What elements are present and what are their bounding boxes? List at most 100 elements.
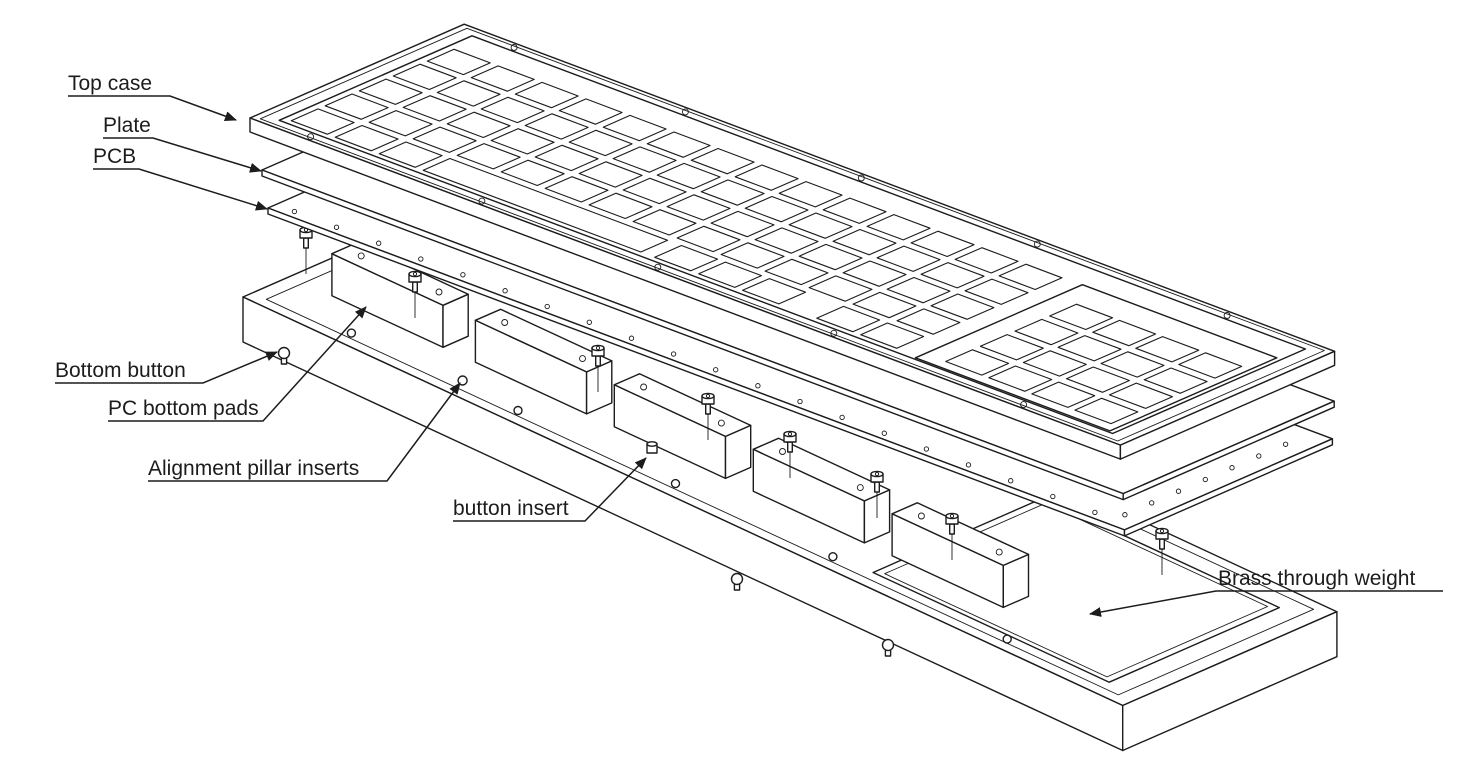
top-case-screw-hole: [478, 197, 486, 205]
key-cutout: [514, 81, 579, 109]
screw-socket: [1159, 528, 1165, 534]
alignment-pillar-insert-hole: [346, 328, 357, 338]
key-cutout: [866, 214, 931, 241]
top-case: [249, 23, 1336, 460]
top-case-screw-hole: [510, 44, 518, 51]
pcb-hole: [1050, 493, 1056, 500]
pillar-screw-hole: [357, 252, 365, 260]
brass-through-weight-part: [872, 497, 1280, 683]
key-cutout: [1014, 318, 1079, 346]
top-case-screw-hole: [1033, 240, 1041, 248]
leader-pc-bottom-pads: [108, 306, 367, 422]
bottom-button-part: [277, 346, 291, 365]
pcb-hole: [460, 272, 466, 278]
screw-shaft: [1159, 538, 1165, 550]
pcb-hole: [755, 383, 761, 389]
pcb-hole: [881, 430, 887, 436]
key-cutout: [876, 245, 941, 272]
top-case-screw-hole: [830, 329, 838, 337]
pillar-screw-hole: [717, 419, 725, 427]
screw: [870, 470, 884, 518]
pcb-hole: [1229, 465, 1235, 471]
pillar-screw-hole: [640, 383, 648, 391]
key-cutout: [1057, 335, 1122, 362]
key-cutout: [816, 305, 881, 333]
screws: [299, 226, 1169, 575]
label-brass-through-weight: Brass through weight: [1218, 567, 1415, 590]
key-cutout: [988, 365, 1053, 392]
numpad-opening: [914, 284, 1278, 432]
key-cutout: [470, 65, 535, 92]
screw-socket: [949, 513, 955, 519]
key-cutout: [710, 210, 775, 238]
top-case-screw-hole: [681, 108, 689, 116]
pillar-screw-hole: [917, 512, 925, 520]
key-cutout: [456, 143, 521, 170]
key-cutout: [544, 176, 609, 203]
labels: Top case Plate PCB Bottom button PC bott…: [55, 72, 1443, 617]
pillar-top-face: [474, 308, 613, 373]
key-cutout: [1178, 352, 1243, 379]
leader-plate: [103, 137, 262, 173]
key-cutout: [534, 144, 599, 172]
pcb-hole: [1256, 453, 1262, 459]
pcb-hole: [1202, 476, 1208, 483]
pcb-hole: [965, 462, 972, 468]
key-cutout: [1049, 303, 1114, 331]
leader-pcb: [93, 168, 268, 211]
key-cutout: [720, 242, 785, 269]
pillar-top-face: [613, 373, 752, 438]
key-cutout: [568, 129, 633, 157]
alignment-pillar-insert-hole: [513, 405, 523, 416]
screw-shaft: [412, 281, 418, 293]
key-cutout: [832, 228, 897, 256]
key-cutout: [402, 95, 467, 122]
button-cap: [277, 346, 291, 360]
key-cutout: [1074, 397, 1139, 425]
screw-head-top: [408, 270, 422, 278]
alignment-pillar: [331, 241, 469, 348]
key-cutout: [964, 278, 1029, 305]
key-cutout: [588, 192, 653, 220]
pillar-screw-hole: [779, 448, 786, 455]
leader-button-insert: [453, 457, 647, 522]
key-cutout: [808, 275, 873, 302]
key-cutout: [622, 177, 687, 205]
brass-weight-inner-edge: [884, 502, 1269, 678]
key-cutout: [524, 113, 589, 140]
pcb-hole: [670, 351, 677, 357]
key-cutout: [700, 179, 765, 206]
key-cutout: [632, 209, 697, 236]
pcb-hole: [1092, 509, 1098, 516]
key-cutout: [788, 212, 853, 239]
key-cutout: [426, 48, 491, 76]
screw-head-top: [701, 392, 715, 400]
key-cutout: [778, 181, 843, 208]
leader-top-case: [68, 95, 237, 121]
key-cutout: [920, 262, 985, 289]
label-pc-bottom-pads: PC bottom pads: [108, 397, 259, 420]
screw: [1155, 527, 1169, 575]
button-insert-part: [646, 441, 658, 454]
alignment-pillar: [613, 373, 752, 480]
pillar-screw-hole: [995, 548, 1003, 556]
pcb-hole: [586, 319, 592, 325]
key-cutout: [656, 162, 721, 190]
pillar-top-face: [331, 241, 469, 306]
pcb-hole: [418, 256, 424, 262]
key-cutout: [422, 157, 669, 253]
screw-socket: [874, 471, 880, 477]
key-cutout: [1031, 381, 1096, 408]
key-cutout: [1100, 351, 1165, 378]
pcb-hole: [333, 224, 340, 230]
screw: [945, 512, 959, 560]
top-case-inner-frame: [278, 35, 1307, 435]
pillar-top-face: [752, 437, 891, 502]
key-cutout: [734, 164, 799, 191]
key-cutout: [290, 108, 355, 135]
screw-socket: [705, 393, 711, 399]
key-cutout: [378, 141, 443, 168]
key-cutout: [612, 146, 677, 173]
